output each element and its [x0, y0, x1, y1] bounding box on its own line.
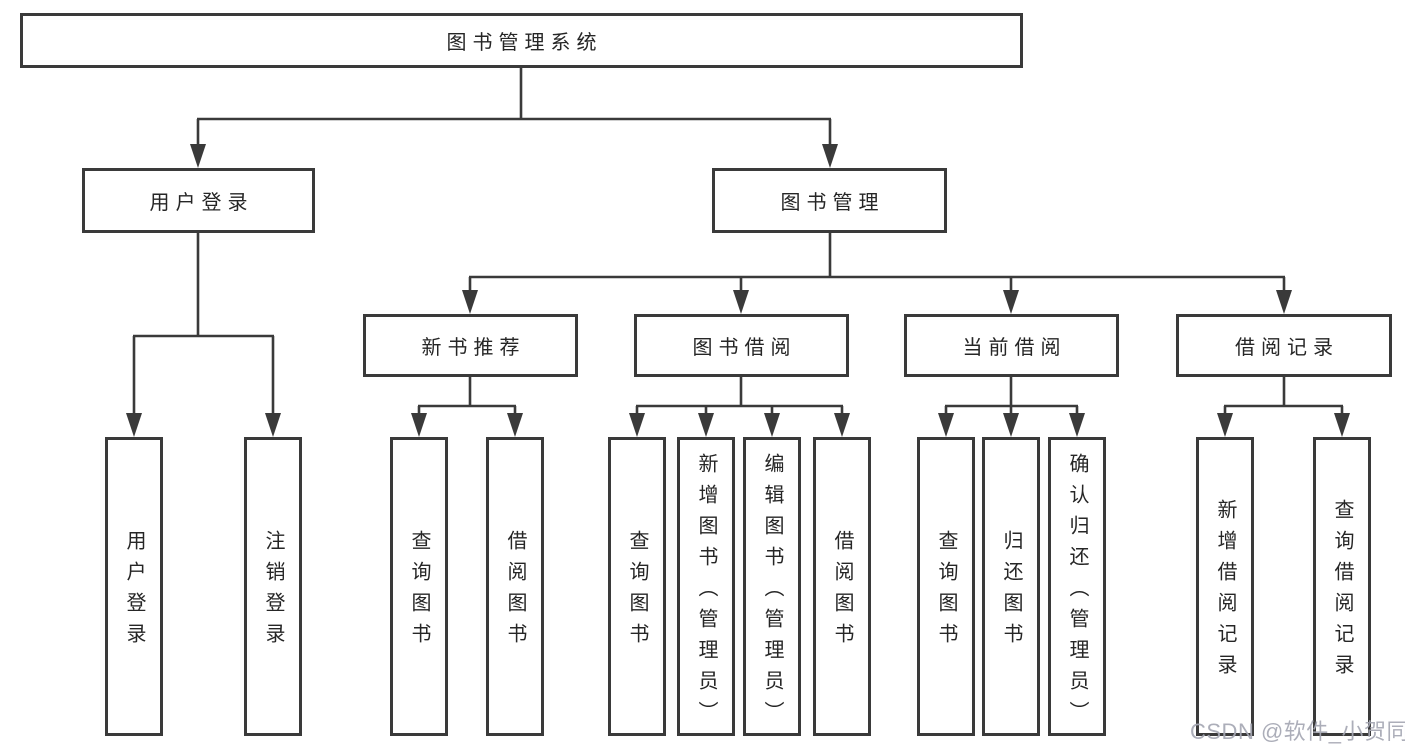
leaf-records-query-record: 查询借阅记录 — [1313, 437, 1371, 736]
leaf-user-login-label: 用户登录 — [123, 530, 145, 654]
node-current-borrow: 当前借阅 — [904, 314, 1119, 377]
node-book-borrow: 图书借阅 — [634, 314, 849, 377]
connector-book-mgmt-to-level3 — [462, 233, 1292, 314]
leaf-records-add-record-label: 新增借阅记录 — [1214, 499, 1236, 685]
connector-user-login-to-leaves — [126, 233, 281, 437]
node-library-system: 图书管理系统 — [20, 13, 1023, 68]
node-new-book-recommend: 新书推荐 — [363, 314, 578, 377]
csdn-watermark: CSDN @软件_小贺同学 — [1190, 714, 1405, 746]
node-current-borrow-label: 当前借阅 — [962, 337, 1067, 359]
leaf-recommend-query-books-label: 查询图书 — [408, 530, 430, 654]
leaf-borrow-add-books-admin: 新增图书（管理员） — [677, 437, 735, 736]
leaf-recommend-borrow-books-label: 借阅图书 — [504, 530, 526, 654]
leaf-user-login: 用户登录 — [105, 437, 163, 736]
leaf-borrow-query-books: 查询图书 — [608, 437, 666, 736]
leaf-borrow-borrow-books-label: 借阅图书 — [831, 530, 853, 654]
connector-root-to-level2 — [190, 67, 838, 168]
leaf-logout-label: 注销登录 — [262, 530, 284, 654]
leaf-current-confirm-return-admin: 确认归还（管理员） — [1048, 437, 1106, 736]
leaf-recommend-borrow-books: 借阅图书 — [486, 437, 544, 736]
node-book-borrow-label: 图书借阅 — [692, 337, 797, 359]
node-new-book-recommend-label: 新书推荐 — [421, 337, 526, 359]
connector-book-borrow-to-leaves — [629, 377, 850, 437]
leaf-current-query-books: 查询图书 — [917, 437, 975, 736]
leaf-current-return-books-label: 归还图书 — [1000, 530, 1022, 654]
leaf-current-query-books-label: 查询图书 — [935, 530, 957, 654]
leaf-current-confirm-return-admin-label: 确认归还（管理员） — [1066, 452, 1088, 732]
leaf-borrow-query-books-label: 查询图书 — [626, 530, 648, 654]
connector-new-book-to-leaves — [411, 377, 523, 437]
node-borrow-records: 借阅记录 — [1176, 314, 1392, 377]
node-book-management: 图书管理 — [712, 168, 947, 233]
node-user-login-label: 用户登录 — [149, 192, 254, 214]
csdn-watermark-text: CSDN @软件_小贺同 — [1190, 719, 1405, 744]
node-book-management-label: 图书管理 — [780, 192, 885, 214]
leaf-records-add-record: 新增借阅记录 — [1196, 437, 1254, 736]
node-user-login: 用户登录 — [82, 168, 315, 233]
leaf-borrow-borrow-books: 借阅图书 — [813, 437, 871, 736]
leaf-borrow-edit-books-admin-label: 编辑图书（管理员） — [761, 452, 783, 732]
connector-current-borrow-to-leaves — [938, 377, 1085, 437]
node-library-system-label: 图书管理系统 — [446, 32, 603, 54]
connector-borrow-records-to-leaves — [1217, 377, 1350, 437]
leaf-borrow-add-books-admin-label: 新增图书（管理员） — [695, 452, 717, 732]
node-borrow-records-label: 借阅记录 — [1235, 337, 1339, 359]
leaf-current-return-books: 归还图书 — [982, 437, 1040, 736]
leaf-borrow-edit-books-admin: 编辑图书（管理员） — [743, 437, 801, 736]
leaf-records-query-record-label: 查询借阅记录 — [1331, 499, 1353, 685]
leaf-logout: 注销登录 — [244, 437, 302, 736]
leaf-recommend-query-books: 查询图书 — [390, 437, 448, 736]
